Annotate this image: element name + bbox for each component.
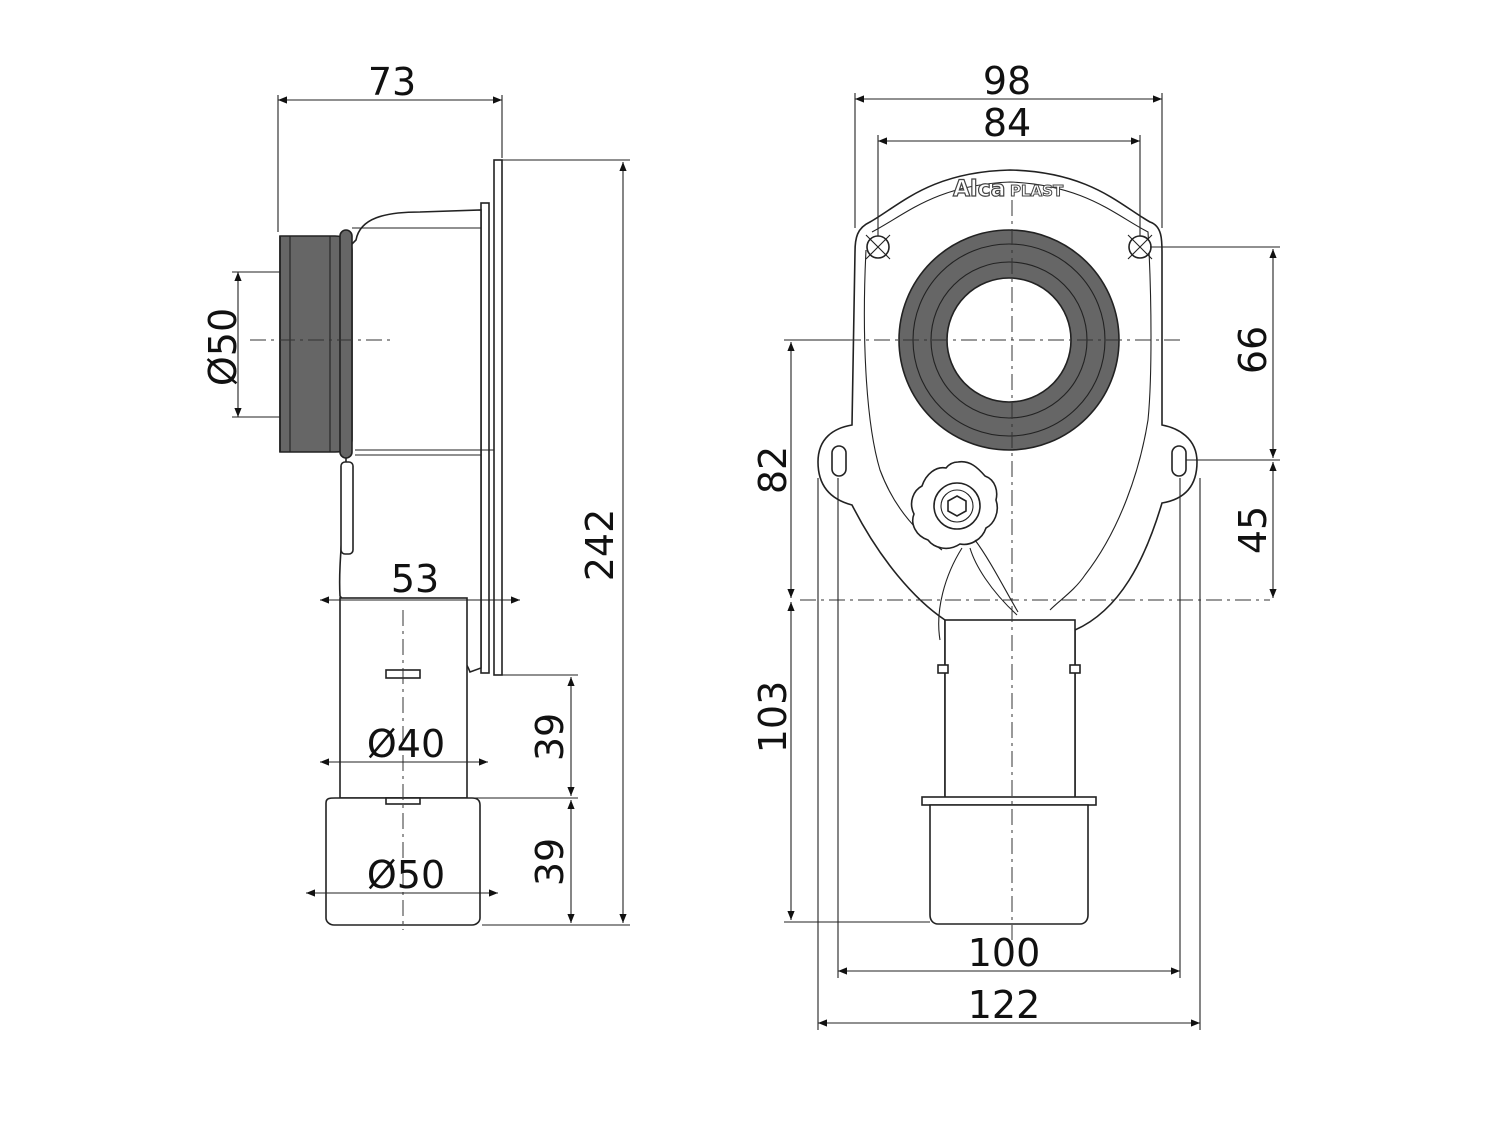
front-outlet-connector [929, 804, 1089, 925]
flange [480, 202, 490, 674]
dim-height-103: 103 [751, 681, 795, 754]
cleaning-knob [910, 460, 999, 550]
slot-left [831, 445, 847, 477]
dim-height-242: 242 [578, 509, 622, 582]
brand-logo: Alca [953, 177, 1005, 202]
dim-outlet-diameter: Ø50 [367, 853, 445, 897]
dim-pipe-diameter: Ø40 [367, 722, 445, 766]
side-dimensions: 73 Ø50 53 242 39 39 Ø40 Ø50 [201, 60, 630, 926]
screw-hole-left [865, 234, 891, 260]
dim-width-122: 122 [968, 983, 1041, 1027]
mounting-plate [493, 159, 503, 676]
dim-height-45: 45 [1231, 506, 1275, 554]
front-view: Alca PLAST [800, 169, 1270, 940]
dim-height-39-upper: 39 [528, 713, 572, 761]
dim-offset-53: 53 [391, 557, 439, 601]
dim-width-100: 100 [968, 931, 1041, 975]
dim-height-39-lower: 39 [528, 838, 572, 886]
dim-width-98: 98 [983, 59, 1031, 103]
brand-logo-suffix: PLAST [1010, 182, 1064, 200]
front-outlet-pipe [944, 619, 1076, 799]
dim-height-66: 66 [1231, 326, 1275, 374]
dim-width-84: 84 [983, 101, 1031, 145]
front-connector-rim [921, 796, 1097, 806]
screw-hole-right [1127, 234, 1153, 260]
front-dimensions: 98 84 66 45 82 103 100 122 [751, 59, 1280, 1030]
slot-right [1171, 445, 1187, 477]
dim-height-82: 82 [751, 446, 795, 494]
dim-inlet-diameter: Ø50 [201, 308, 245, 386]
side-view [250, 159, 503, 930]
latch [340, 461, 354, 555]
dim-width-73: 73 [368, 60, 416, 104]
